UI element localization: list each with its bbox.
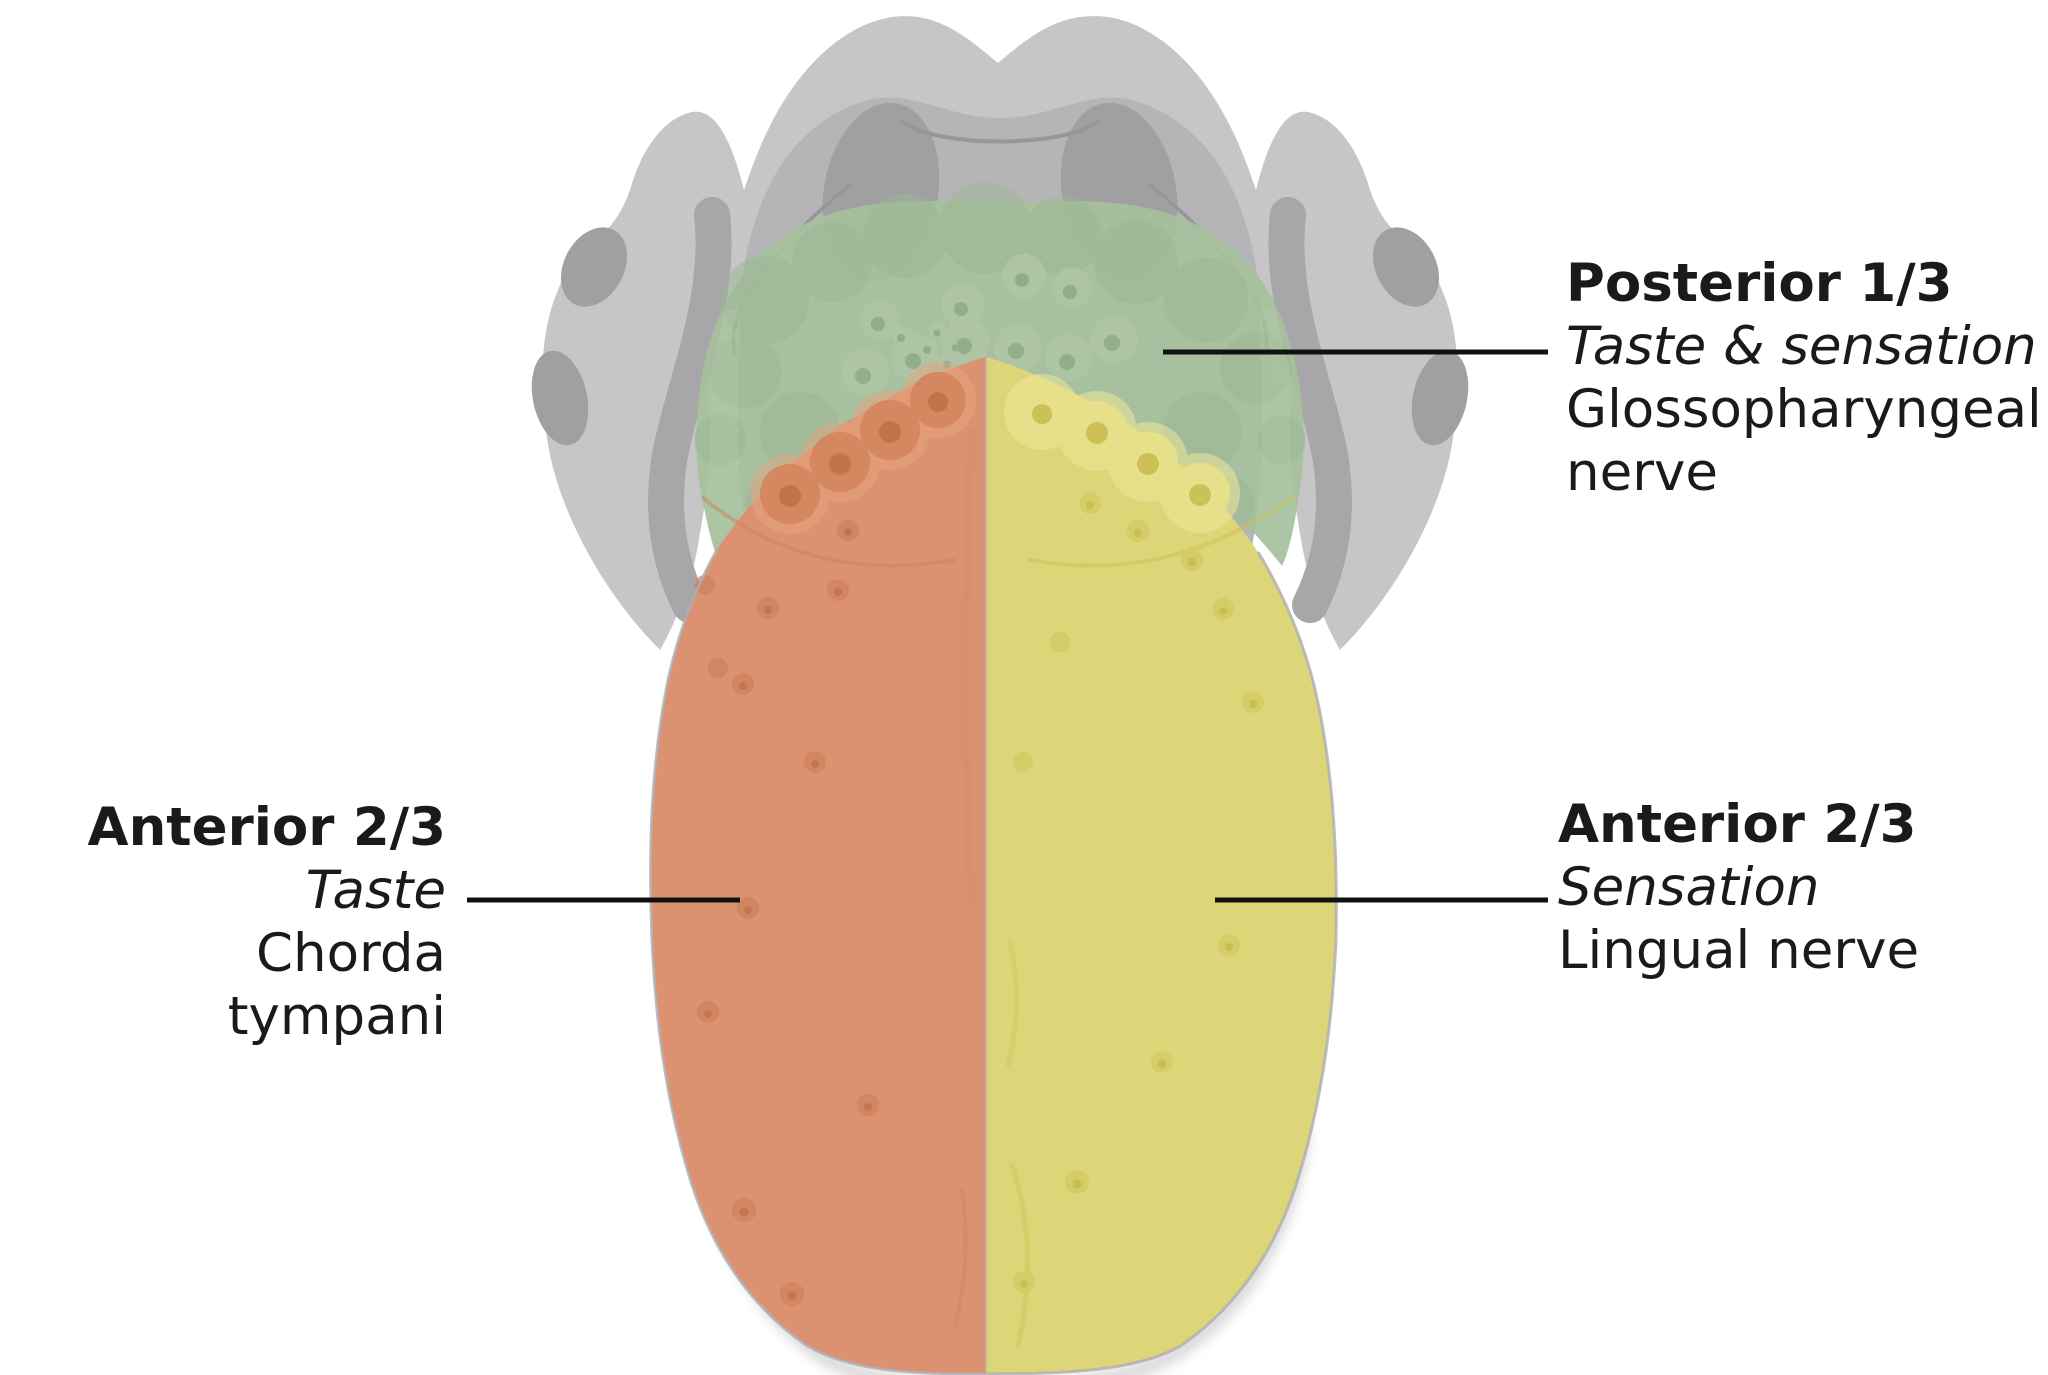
anterior-sensation-circumvallate-papillae [1004,374,1240,533]
anterior-taste-heading: Anterior 2/3 [87,797,446,858]
callout-lines [467,349,1548,903]
anterior-taste-region [650,357,986,1374]
anterior-taste-nerve: Chorda tympani [227,923,446,1047]
anterior-taste-modality: Taste [305,860,446,921]
anterior-taste-shape [650,357,986,1374]
anterior-taste-creases [701,426,976,1327]
left-wing-streak [648,197,732,623]
anterior-sensation-creases [1005,496,1294,1348]
posterior-nerve: Glossopharyngeal nerve [1566,379,2042,503]
posterior-papillae [841,254,1138,396]
anterior-sensation-modality: Sensation [1558,857,1820,918]
posterior-modality: Taste & sensation [1566,316,2037,377]
posterior-heading: Posterior 1/3 [1566,253,1953,314]
posterior-label: Posterior 1/3 Taste & sensation Glossoph… [1566,252,2046,504]
anterior-sensation-region [986,357,1337,1374]
anterior-taste-label: Anterior 2/3 Taste Chorda tympani [26,796,446,1048]
anterior-sensation-fungiform-dots [1013,492,1264,1293]
anterior-sensation-label: Anterior 2/3 Sensation Lingual nerve [1558,793,2038,982]
anterior-taste-fungiform-dots [695,519,879,1306]
right-wing-streak [1268,197,1352,623]
jaw-outline [542,16,1458,651]
anterior-sensation-heading: Anterior 2/3 [1558,794,1917,855]
anterior-taste-circumvallate-papillae [750,362,976,534]
anterior-sensation-nerve: Lingual nerve [1558,920,1920,981]
tongue-outline [649,547,1338,1375]
anterior-sensation-shape [986,357,1337,1374]
